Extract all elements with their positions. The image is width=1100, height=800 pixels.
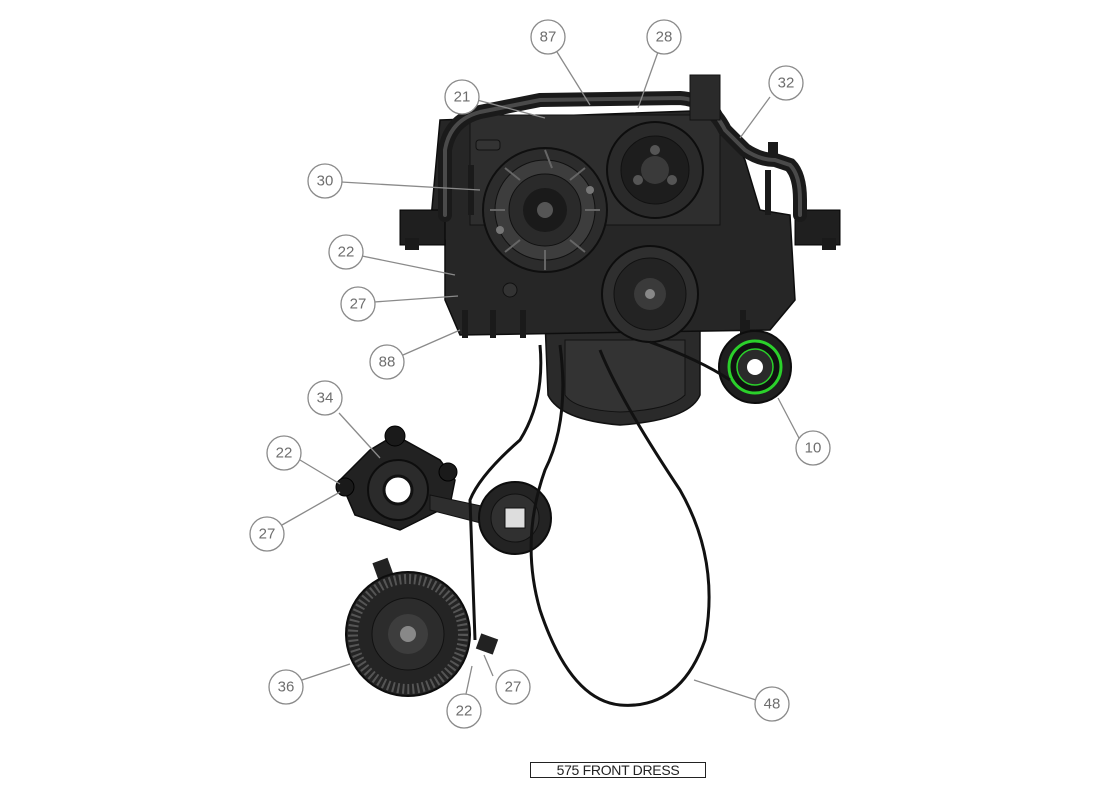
- drawing-title: 575 FRONT DRESS: [530, 762, 706, 778]
- balloon-label-27-lower: 27: [505, 679, 522, 696]
- belt-tensioner: [335, 425, 552, 555]
- balloon-88: 88: [369, 344, 405, 380]
- balloon-label-28: 28: [656, 29, 673, 46]
- balloon-label-48: 48: [764, 696, 781, 713]
- balloon-label-10: 10: [805, 440, 822, 457]
- balloon-87: 87: [530, 19, 566, 55]
- balloon-22-tensioner: 22: [266, 435, 302, 471]
- balloon-label-22-lower: 22: [456, 703, 473, 720]
- balloon-34: 34: [307, 380, 343, 416]
- drive-belt: [468, 340, 731, 707]
- balloon-label-88: 88: [379, 354, 396, 371]
- large-ribbed-pulley: [345, 557, 499, 697]
- crankshaft-pulley: [601, 245, 699, 343]
- idler-pulley-10: [718, 320, 792, 404]
- balloon-28: 28: [646, 19, 682, 55]
- balloon-label-87: 87: [540, 29, 557, 46]
- water-pump-pulley: [606, 121, 704, 219]
- balloon-10: 10: [795, 430, 831, 466]
- balloon-label-34: 34: [317, 390, 334, 407]
- left-engine-mount: [399, 209, 446, 246]
- balloon-27-upper: 27: [340, 286, 376, 322]
- balloon-48: 48: [754, 686, 790, 722]
- balloon-label-32: 32: [778, 75, 795, 92]
- balloon-32: 32: [768, 65, 804, 101]
- balloon-27-tensioner: 27: [249, 516, 285, 552]
- balloon-36: 36: [268, 669, 304, 705]
- alternator: [482, 147, 608, 298]
- balloon-label-22-upper: 22: [338, 244, 355, 261]
- balloon-label-27-tensioner: 27: [259, 526, 276, 543]
- balloon-21: 21: [444, 79, 480, 115]
- engine-assembly: [399, 74, 841, 426]
- balloon-label-36: 36: [278, 679, 295, 696]
- balloon-label-22-tensioner: 22: [276, 445, 293, 462]
- balloon-30: 30: [307, 163, 343, 199]
- balloon-27-lower: 27: [495, 669, 531, 705]
- balloon-22-lower: 22: [446, 693, 482, 729]
- balloon-label-21: 21: [454, 89, 471, 106]
- leader-lines: [281, 51, 801, 701]
- balloon-label-27-upper: 27: [350, 296, 367, 313]
- balloon-22-upper: 22: [328, 234, 364, 270]
- balloon-label-30: 30: [317, 173, 334, 190]
